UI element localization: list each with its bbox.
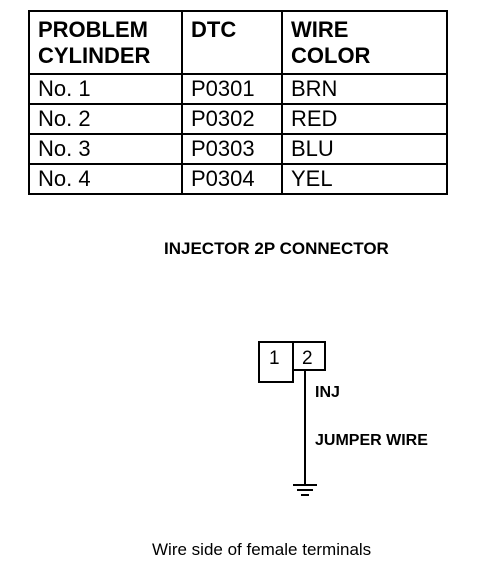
header-line: WIRE bbox=[291, 17, 349, 42]
cell-dtc: P0304 bbox=[181, 163, 283, 195]
header-wire-color: WIRE COLOR bbox=[281, 10, 448, 75]
table-row: No. 1 P0301 BRN bbox=[28, 73, 448, 105]
inj-label: INJ bbox=[315, 384, 340, 401]
cell-dtc: P0303 bbox=[181, 133, 283, 165]
cell-wire-color: BRN bbox=[281, 73, 448, 105]
header-dtc: DTC bbox=[181, 10, 283, 75]
header-line: CYLINDER bbox=[38, 43, 151, 68]
cell-dtc: P0302 bbox=[181, 103, 283, 135]
connector-title: INJECTOR 2P CONNECTOR bbox=[164, 239, 389, 258]
cell-wire-color: BLU bbox=[281, 133, 448, 165]
table-row: No. 4 P0304 YEL bbox=[28, 163, 448, 195]
header-problem-cylinder: PROBLEM CYLINDER bbox=[28, 10, 183, 75]
pin-1-label: 1 bbox=[269, 348, 280, 369]
header-line: COLOR bbox=[291, 43, 371, 68]
cell-wire-color: RED bbox=[281, 103, 448, 135]
jumper-wire-label: JUMPER WIRE bbox=[315, 432, 428, 449]
pin-2-label: 2 bbox=[302, 348, 313, 369]
table-row: No. 3 P0303 BLU bbox=[28, 133, 448, 165]
header-line: DTC bbox=[191, 17, 237, 42]
cell-wire-color: YEL bbox=[281, 163, 448, 195]
cell-dtc: P0301 bbox=[181, 73, 283, 105]
header-line: PROBLEM bbox=[38, 17, 148, 42]
cell-cylinder: No. 4 bbox=[28, 163, 183, 195]
dtc-table: PROBLEM CYLINDER DTC WIRE COLOR No. 1 P0… bbox=[28, 10, 448, 195]
table-row: No. 2 P0302 RED bbox=[28, 103, 448, 135]
ground-icon bbox=[293, 484, 317, 496]
cell-cylinder: No. 2 bbox=[28, 103, 183, 135]
cell-cylinder: No. 3 bbox=[28, 133, 183, 165]
table-header-row: PROBLEM CYLINDER DTC WIRE COLOR bbox=[28, 10, 448, 75]
diagram-caption: Wire side of female terminals bbox=[152, 540, 372, 559]
cell-cylinder: No. 1 bbox=[28, 73, 183, 105]
